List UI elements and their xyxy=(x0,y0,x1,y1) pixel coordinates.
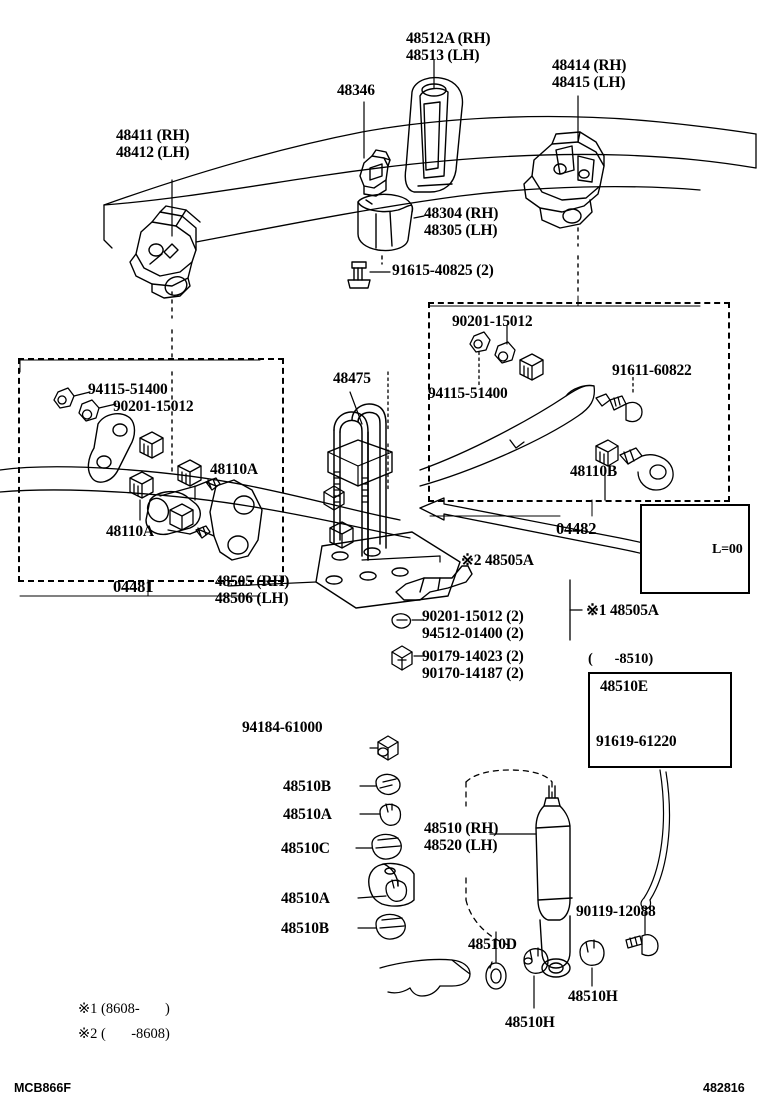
label-48510b-bottom: 48510B xyxy=(281,920,329,937)
label-48510h-left: 48510H xyxy=(505,1014,555,1031)
label-48475: 48475 xyxy=(333,370,371,387)
label-48505-48506: 48505 (RH) 48506 (LH) xyxy=(215,573,290,607)
label-48411-48412: 48411 (RH) 48412 (LH) xyxy=(116,127,190,161)
label-94184-61000: 94184-61000 xyxy=(242,719,323,736)
footer-diagram-number: 482816 xyxy=(703,1081,745,1095)
footnote-1: ※1 (8608- ) xyxy=(78,1001,170,1017)
label-48510h-right: 48510H xyxy=(568,988,618,1005)
footnote-2: ※2 ( -8608) xyxy=(78,1026,170,1042)
label-ubolt-length: L=00 xyxy=(712,542,743,557)
label-94512-01400: 94512-01400 (2) xyxy=(422,625,524,642)
kit-04481-box xyxy=(18,358,284,582)
label-94115-51400-left: 94115-51400 xyxy=(88,381,168,398)
label-94115-51400-right: 94115-51400 xyxy=(428,385,508,402)
label-04482: 04482 xyxy=(556,519,597,538)
footer-sheet-code: MCB866F xyxy=(14,1081,71,1095)
label-48510c: 48510C xyxy=(281,840,330,857)
ubolt-length-detail-box xyxy=(640,504,750,594)
label-90119-12088: 90119-12088 xyxy=(576,903,656,920)
label-90201-15012-left: 90201-15012 xyxy=(113,398,194,415)
label-48110a-upper: 48110A xyxy=(210,461,258,478)
label-48505a-note2: ※2 48505A xyxy=(461,552,534,569)
bracket-48510e-box xyxy=(588,672,732,768)
label-48110a-lower: 48110A xyxy=(106,523,154,540)
label-90170-14187: 90170-14187 (2) xyxy=(422,665,524,682)
label-48110b: 48110B xyxy=(570,463,618,480)
label-90179-14023: 90179-14023 (2) xyxy=(422,648,524,665)
label-48414-48415: 48414 (RH) 48415 (LH) xyxy=(552,57,627,91)
label-48510d: 48510D xyxy=(468,936,517,953)
label-91615-40825: 91615-40825 (2) xyxy=(392,262,494,279)
label-90201-15012-right: 90201-15012 xyxy=(452,313,533,330)
label-date-range-48510e: ( -8510) xyxy=(588,651,654,667)
label-48510a-top: 48510A xyxy=(283,806,332,823)
label-91619-61220: 91619-61220 xyxy=(596,733,677,750)
label-48512a-48513: 48512A (RH) 48513 (LH) xyxy=(406,30,491,64)
label-48510e: 48510E xyxy=(600,678,648,695)
kit-04482-box xyxy=(428,302,730,502)
label-04481: 04481 xyxy=(113,577,154,596)
label-48510b-top: 48510B xyxy=(283,778,331,795)
label-48346: 48346 xyxy=(337,82,375,99)
label-48510a-bottom: 48510A xyxy=(281,890,330,907)
label-91611-60822: 91611-60822 xyxy=(612,362,692,379)
label-48505a-note1: ※1 48505A xyxy=(586,602,659,619)
label-48304-48305: 48304 (RH) 48305 (LH) xyxy=(424,205,499,239)
label-90201-15012-seat: 90201-15012 (2) xyxy=(422,608,524,625)
label-48510-48520: 48510 (RH) 48520 (LH) xyxy=(424,820,499,854)
